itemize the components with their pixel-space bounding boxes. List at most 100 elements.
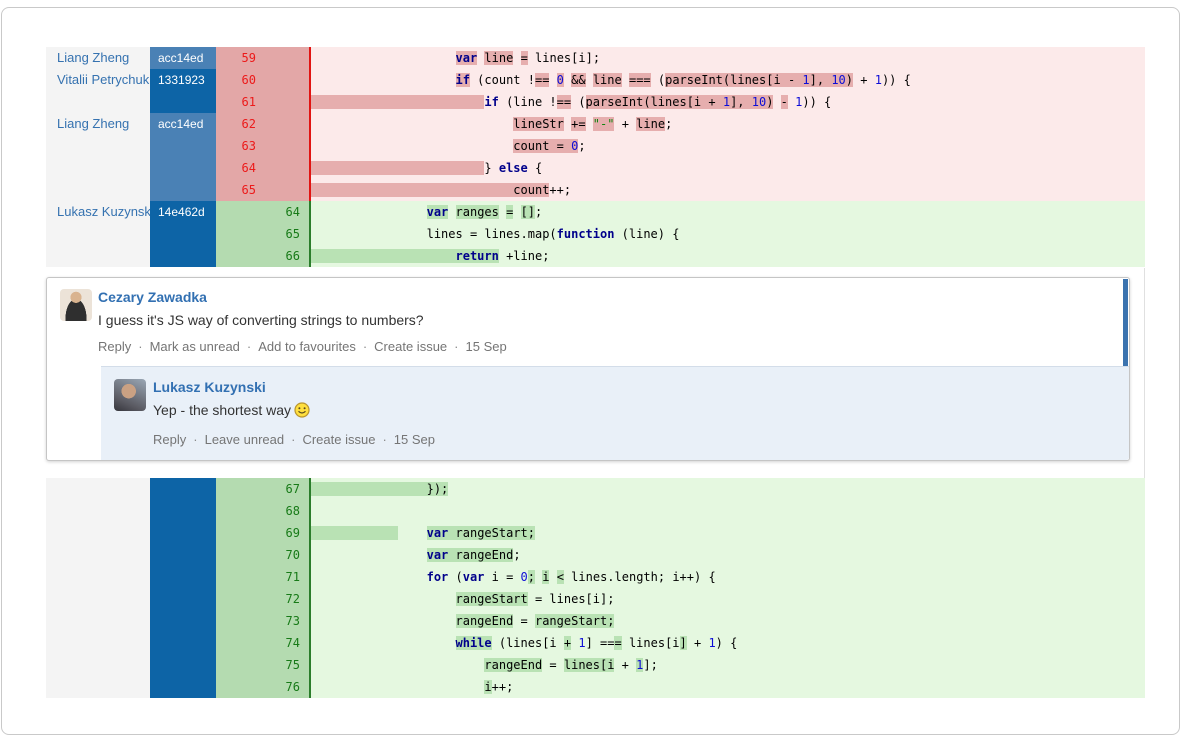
commit-hash-link[interactable]: acc14ed <box>158 117 204 131</box>
new-line-number[interactable]: 74 <box>285 636 300 650</box>
action-link-mark-as-unread[interactable]: Mark as unread <box>149 339 240 354</box>
new-line-number[interactable]: 75 <box>285 658 300 672</box>
new-line-number[interactable]: 70 <box>285 548 300 562</box>
old-line-number <box>216 245 256 267</box>
new-line-number <box>256 135 309 157</box>
commit-cell <box>150 676 216 698</box>
code-segment: function <box>556 227 615 241</box>
code-segment: parseInt(lines[i <box>665 73 788 87</box>
commit-hash-link[interactable]: 1331923 <box>158 73 205 87</box>
old-line-number[interactable]: 64 <box>241 161 256 175</box>
line-number-gutter: 64 <box>216 157 309 179</box>
code-segment: parseInt(lines[i + <box>585 95 723 109</box>
comment-actions: Reply·Mark as unread·Add to favourites·C… <box>98 339 1117 354</box>
comment-root: Cezary Zawadka I guess it's JS way of co… <box>47 278 1129 366</box>
new-line-number[interactable]: 69 <box>285 526 300 540</box>
author-cell: Liang Zheng <box>46 113 150 135</box>
code-segment: i = <box>484 570 521 584</box>
code-segment: line <box>484 51 514 65</box>
code-segment: ++; <box>549 183 572 197</box>
action-link-create-issue[interactable]: Create issue <box>374 339 448 354</box>
comment-author[interactable]: Lukasz Kuzynski <box>153 379 266 395</box>
comment-actions: Reply·Leave unread·Create issue·15 Sep <box>153 432 1117 447</box>
action-link-create-issue[interactable]: Create issue <box>302 432 376 447</box>
code-segment: ++; <box>491 680 514 694</box>
commit-hash-link[interactable]: acc14ed <box>158 51 204 65</box>
code-line: if (count !== 0 && line === (parseInt(li… <box>309 69 1145 91</box>
code-segment: rangeStart <box>455 592 528 606</box>
code-segment: 1 <box>802 73 810 87</box>
code-segment <box>549 570 556 584</box>
diff-row: 65 count++; <box>46 179 1145 201</box>
diff-row: 75 rangeEnd = lines[i + 1]; <box>46 654 1145 676</box>
author-link[interactable]: Liang Zheng <box>57 50 130 65</box>
commit-cell: acc14ed <box>150 113 216 135</box>
author-cell: Lukasz Kuzynski <box>46 201 150 223</box>
new-line-number[interactable]: 65 <box>285 227 300 241</box>
code-segment: - <box>780 95 788 109</box>
action-link-leave-unread[interactable]: Leave unread <box>204 432 285 447</box>
comment-reply: Lukasz Kuzynski Yep - the shortest way R… <box>101 366 1129 460</box>
author-cell <box>46 676 150 698</box>
commit-hash-link[interactable]: 14e462d <box>158 205 205 219</box>
code-segment: ] <box>679 636 687 650</box>
line-number-gutter: 75 <box>216 654 309 676</box>
code-segment <box>586 73 593 87</box>
code-segment <box>398 526 427 540</box>
author-cell <box>46 478 150 500</box>
comment-body-text: Yep - the shortest way <box>153 402 292 418</box>
code-segment: rangeStart; <box>455 526 536 540</box>
code-segment: ( <box>571 95 586 109</box>
new-line-number[interactable]: 72 <box>285 592 300 606</box>
code-segment: ]; <box>643 658 658 672</box>
old-line-number[interactable]: 63 <box>241 139 256 153</box>
comment-body: I guess it's JS way of converting string… <box>98 312 424 328</box>
new-line-number[interactable]: 76 <box>285 680 300 694</box>
code-segment: = lines[i]; <box>527 592 615 606</box>
new-line-number[interactable]: 64 <box>285 205 300 219</box>
action-separator: · <box>193 432 198 447</box>
new-line-number[interactable]: 73 <box>285 614 300 628</box>
code-segment <box>311 227 427 241</box>
commit-cell <box>150 179 216 201</box>
new-line-number <box>256 91 309 113</box>
author-cell <box>46 522 150 544</box>
diff-row: 72 rangeStart = lines[i]; <box>46 588 1145 610</box>
code-segment: ranges <box>455 205 499 219</box>
comment-date: 15 Sep <box>465 339 507 354</box>
new-line-number[interactable]: 68 <box>285 504 300 518</box>
old-line-number[interactable]: 65 <box>241 183 256 197</box>
old-line-number[interactable]: 60 <box>241 73 256 87</box>
action-link-add-to-favourites[interactable]: Add to favourites <box>258 339 356 354</box>
old-line-number[interactable]: 61 <box>241 95 256 109</box>
old-line-number <box>216 522 256 544</box>
code-segment <box>448 526 456 540</box>
commit-cell <box>150 157 216 179</box>
code-segment <box>513 51 520 65</box>
code-segment <box>311 482 427 496</box>
diff-row: 64 } else { <box>46 157 1145 179</box>
commit-cell <box>150 478 216 500</box>
old-line-number[interactable]: 59 <box>241 51 256 65</box>
new-line-number[interactable]: 67 <box>285 482 300 496</box>
author-cell <box>46 654 150 676</box>
author-cell <box>46 588 150 610</box>
code-line: return +line; <box>309 245 1145 267</box>
author-link[interactable]: Lukasz Kuzynski <box>57 204 150 219</box>
code-segment: += <box>571 117 586 131</box>
avatar[interactable] <box>60 289 92 321</box>
author-cell: Liang Zheng <box>46 47 150 69</box>
comment-author[interactable]: Cezary Zawadka <box>98 289 207 305</box>
author-link[interactable]: Liang Zheng <box>57 116 130 131</box>
code-segment: +line; <box>498 249 550 263</box>
code-segment: 10 <box>751 95 767 109</box>
action-link-reply[interactable]: Reply <box>98 339 132 354</box>
code-segment: var <box>426 526 449 540</box>
code-segment <box>311 658 484 672</box>
avatar[interactable] <box>114 379 146 411</box>
action-link-reply[interactable]: Reply <box>153 432 187 447</box>
new-line-number[interactable]: 66 <box>285 249 300 263</box>
old-line-number[interactable]: 62 <box>241 117 256 131</box>
author-link[interactable]: Vitalii Petrychuk <box>57 72 150 87</box>
new-line-number[interactable]: 71 <box>285 570 300 584</box>
